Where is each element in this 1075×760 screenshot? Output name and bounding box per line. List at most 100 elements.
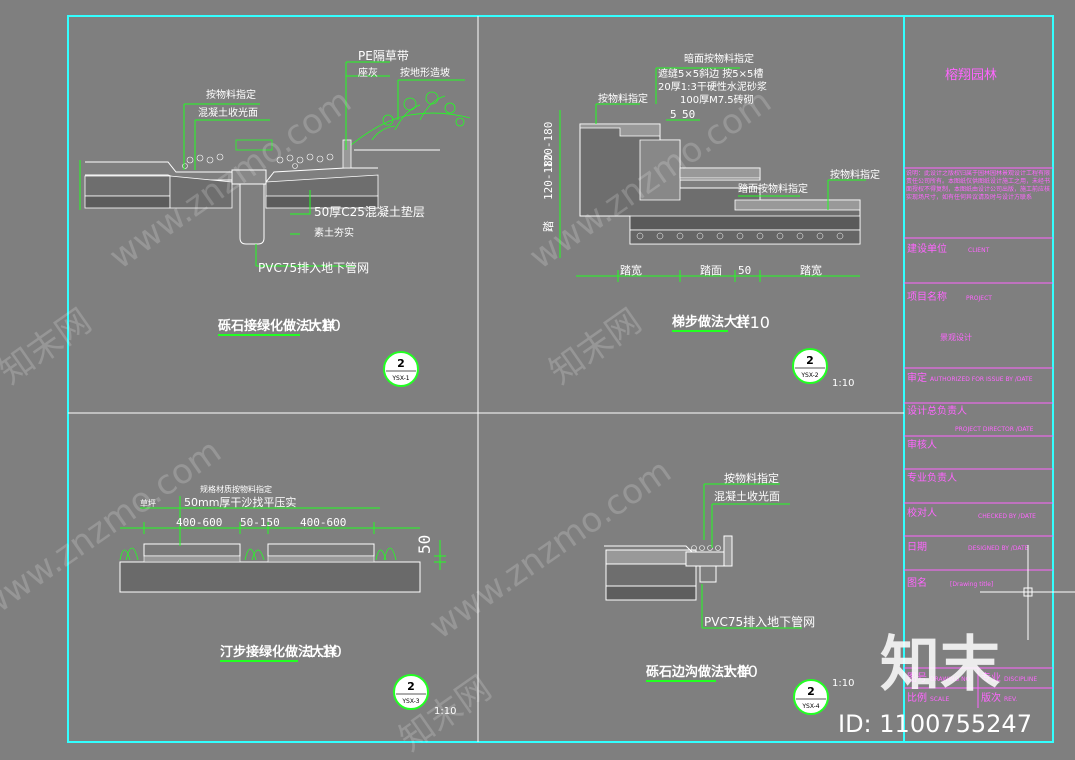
outer-border (67, 15, 1054, 743)
detail-bubble: 2 YSX-2 (792, 348, 828, 384)
watermark-brand: 知末网 (0, 301, 99, 392)
row-client-label: 建设单位 (907, 242, 947, 255)
note-mortar-seat: 座灰 (358, 66, 378, 79)
dim-stone-width-2: 400-600 (300, 516, 346, 529)
dim-gap: 50-150 (240, 516, 280, 529)
row-client-value: CLIENT (968, 247, 990, 254)
discipline-label: 专业 (981, 671, 1001, 684)
dim-tread-width: 踏宽 (620, 263, 642, 277)
dim-thickness: 50 (415, 535, 434, 554)
bubble-number: 2 (397, 357, 405, 370)
bubble-scale: 1:10 (434, 706, 456, 717)
bubble-scale: 1:10 (832, 678, 854, 689)
dim-riser-1: 120-180 (542, 122, 555, 168)
watermark-brand: 知末网 (542, 301, 648, 392)
detail-bubble: 2 YSX-3 (393, 674, 429, 710)
note-concrete-finish: 混凝土收光面 (714, 489, 780, 503)
bubble-scale: 1:10 (832, 378, 854, 389)
section-drawing (579, 123, 861, 245)
watermark-logo: 知末 (880, 630, 1000, 700)
panel-stepping-stone-detail: 规格材质按物料指定 50mm厚干沙找平压实 草坪 400-600 50-150 … (119, 484, 456, 717)
detail-title: 汀步接绿化做法大样 (220, 644, 337, 660)
company-name: 榕翔园林 (945, 68, 997, 83)
section-drawing (119, 543, 421, 593)
row-project-value: PROJECT (966, 295, 992, 302)
row-approved-value: AUTHORIZED FOR ISSUE BY /DATE (930, 376, 1033, 383)
note-concrete-finish: 混凝土收光面 (198, 106, 258, 119)
dim-riser-3: 踏 (541, 221, 555, 232)
dim-riser-2: 120-180 (542, 154, 555, 200)
note-grade: 按地形造坡 (400, 66, 450, 79)
panel-step-detail: 暗面按物料指定 遮缝5×5斜边 按5×5槽 20厚1:3干硬性水泥砂浆 100厚… (541, 52, 880, 389)
note-brick: 100厚M7.5砖砌 (680, 93, 754, 106)
row-director-label: 设计总负责人 (907, 404, 967, 417)
bubble-number: 2 (806, 354, 814, 367)
detail-bubble: 2 YSX-1 (383, 351, 419, 387)
note-material-right: 按物料指定 (830, 168, 880, 181)
note-tread-material: 暗面按物料指定 (684, 52, 754, 65)
discipline-value: DISCIPLINE (1004, 676, 1037, 683)
dim-tread-face: 踏面 (700, 263, 722, 277)
row-drawing-title-value: [Drawing title] (950, 581, 993, 588)
note-pe-strip: PE隔草带 (358, 49, 409, 63)
revision-value: REV. (1004, 696, 1017, 703)
note-pvc-pipe: PVC75排入地下管网 (704, 614, 815, 629)
title-block: 榕翔园林 说明：此设计之版权归属于园林园林景观设计工程有限责任公司所有。本图纸仅… (904, 68, 1075, 708)
bubble-sheet-ref: YSX-4 (801, 703, 819, 710)
bubble-sheet-ref: YSX-2 (800, 372, 818, 379)
bubble-sheet-ref: YSX-1 (391, 375, 409, 382)
row-project-name: 景观设计 (940, 332, 972, 342)
dim-joint-b: 50 (682, 108, 695, 121)
detail-title: 砾石边沟做法大样 (646, 664, 750, 680)
note-joint: 遮缝5×5斜边 按5×5槽 (658, 67, 763, 80)
watermark-site: www.znzmo.com (422, 451, 678, 647)
cad-crosshair-icon (980, 545, 1075, 640)
drawing-no-value: DRAWING NO. (930, 676, 972, 683)
panel-gravel-green-detail: 按物料指定 混凝土收光面 PE隔草带 座灰 按地形造坡 50厚C25混凝土垫层 … (79, 49, 471, 387)
row-drawing-title-label: 图名 (907, 576, 927, 589)
bubble-number: 2 (807, 685, 815, 698)
dim-stone-width: 400-600 (176, 516, 222, 529)
detail-bubble: 2 YSX-4 (793, 679, 829, 715)
detail-scale: 1:10 (734, 313, 770, 332)
note-compacted-soil: 素土夯实 (314, 226, 354, 239)
row-project-label: 项目名称 (907, 290, 947, 303)
note-material: 规格材质按物料指定 (200, 484, 272, 494)
bubble-number: 2 (407, 680, 415, 693)
note-lawn: 草坪 (140, 498, 156, 508)
drawing-no-label: 图号 (907, 672, 927, 684)
dim-joint-a: 5 (670, 108, 677, 121)
detail-scale: 1:10 (305, 316, 341, 335)
row-checker-value: CHECKED BY /DATE (978, 513, 1036, 520)
note-material: 按物料指定 (206, 88, 256, 101)
row-director-value: PROJECT DIRECTOR /DATE (955, 426, 1034, 433)
note-material: 按物料指定 (598, 92, 648, 105)
note-concrete-base: 50厚C25混凝土垫层 (314, 204, 425, 219)
row-date-value: DESIGNED BY /DATE (968, 545, 1029, 552)
detail-title: 砾石接绿化做法大样 (218, 318, 335, 334)
dim-50: 50 (738, 264, 751, 277)
row-reviewer-label: 审核人 (907, 438, 937, 451)
scale-label: 比例 (907, 691, 927, 704)
detail-scale: 1:10 (722, 662, 758, 681)
scale-value: SCALE (930, 696, 949, 703)
row-lead-label: 专业负责人 (907, 471, 957, 484)
section-drawing (84, 91, 471, 245)
row-checker-label: 校对人 (907, 506, 937, 519)
revision-label: 版次 (981, 691, 1001, 704)
design-remark: 说明：此设计之版权归属于园林园林景观设计工程有限责任公司所有。本图纸仅供图纸设计… (906, 170, 1051, 201)
bubble-sheet-ref: YSX-3 (401, 698, 419, 705)
detail-title: 梯步做法大样 (672, 314, 750, 330)
watermark-id: ID: 1100755247 (838, 710, 1032, 738)
note-pvc-pipe: PVC75排入地下管网 (258, 260, 369, 275)
section-drawing (604, 535, 733, 601)
note-tread-finish: 踏面按物料指定 (738, 182, 808, 195)
note-sand-bed: 50mm厚干沙找平压实 (184, 495, 296, 509)
panel-gravel-gutter-detail: 按物料指定 混凝土收光面 PVC75排入地下管网 砾石边沟做法大样 1:10 2… (604, 471, 854, 715)
row-date-label: 日期 (907, 541, 927, 553)
row-approved-label: 审定 (907, 371, 927, 384)
detail-scale: 1:10 (306, 642, 342, 661)
note-mortar: 20厚1:3干硬性水泥砂浆 (658, 80, 767, 93)
note-material: 按物料指定 (724, 471, 779, 485)
